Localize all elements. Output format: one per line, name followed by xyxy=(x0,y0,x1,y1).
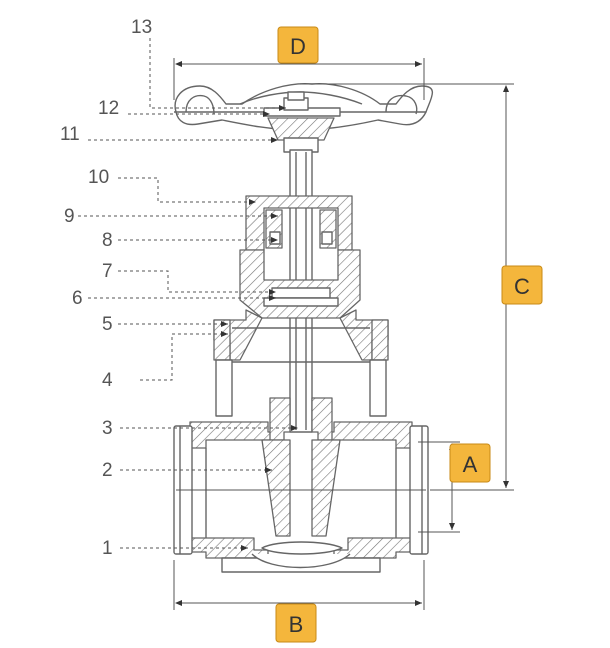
dimension-badge-a: A xyxy=(449,443,491,483)
callout-12: 12 xyxy=(98,98,119,119)
gate-wedge xyxy=(261,397,343,555)
dimension-badge-b: B xyxy=(275,603,317,643)
callout-labels: 13 12 11 10 9 8 7 6 5 4 3 2 1 xyxy=(60,17,152,559)
valve-body xyxy=(173,359,429,573)
gland-nut xyxy=(245,195,353,251)
badge-c-label: C xyxy=(514,274,530,299)
leader-lines xyxy=(78,38,298,551)
callout-9: 9 xyxy=(64,206,75,227)
badge-b-label: B xyxy=(289,612,304,637)
callout-7: 7 xyxy=(102,261,113,282)
callout-10: 10 xyxy=(88,167,109,188)
callout-3: 3 xyxy=(102,418,113,439)
dimension-lines xyxy=(173,58,514,610)
callout-1: 1 xyxy=(102,538,113,559)
badge-a-label: A xyxy=(463,452,478,477)
callout-4: 4 xyxy=(102,370,113,391)
callout-13: 13 xyxy=(131,17,152,38)
callout-6: 6 xyxy=(72,288,83,309)
callout-11: 11 xyxy=(60,124,80,145)
handwheel xyxy=(174,82,433,141)
callout-8: 8 xyxy=(102,230,113,251)
dimension-badge-d: D xyxy=(277,26,319,64)
callout-5: 5 xyxy=(102,314,113,335)
dimension-badge-c: C xyxy=(501,265,543,305)
badge-d-label: D xyxy=(290,34,306,59)
callout-2: 2 xyxy=(102,460,113,481)
